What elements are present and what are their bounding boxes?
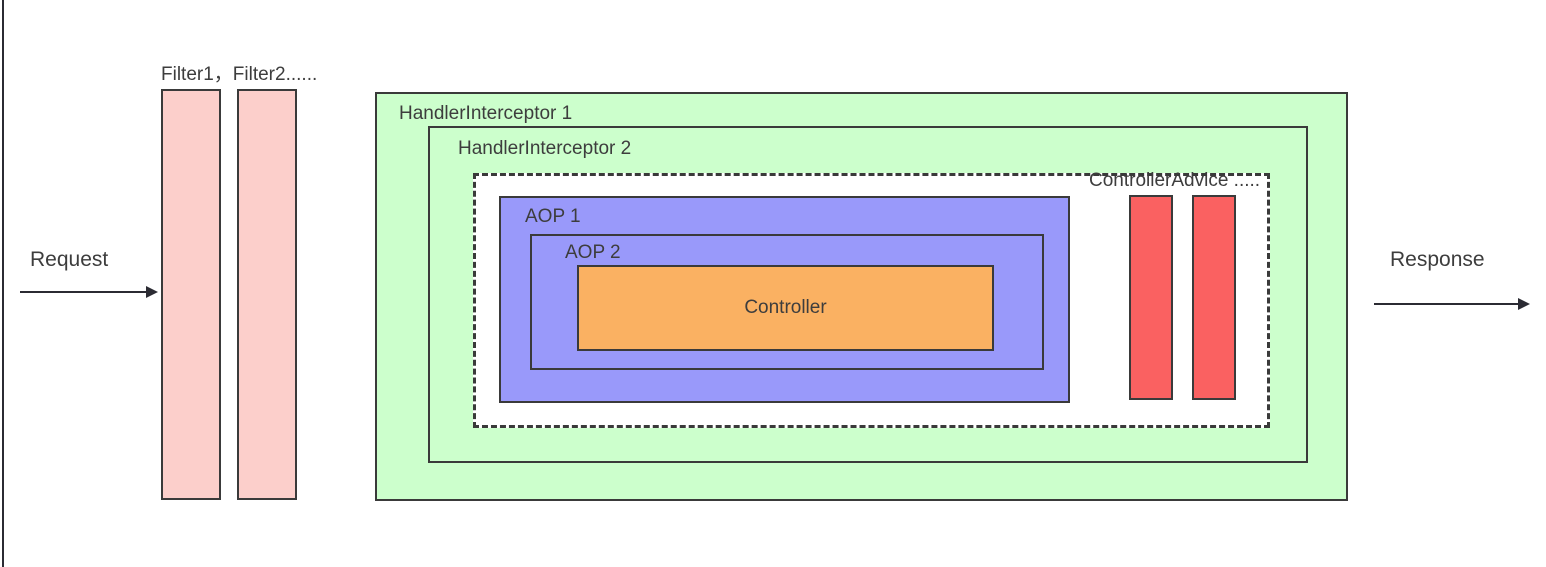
filter-bar-2 <box>237 89 297 500</box>
left-edge-rule <box>2 0 4 567</box>
response-label: Response <box>1390 248 1485 271</box>
request-label: Request <box>30 248 109 271</box>
request-arrow-head <box>146 286 158 298</box>
controller-label: Controller <box>744 297 827 318</box>
controller-box: Controller <box>577 265 994 351</box>
response-arrow-head <box>1518 298 1530 310</box>
aop-2-label: AOP 2 <box>565 242 621 263</box>
handler-interceptor-1-label: HandlerInterceptor 1 <box>399 103 573 124</box>
handler-interceptor-2-label: HandlerInterceptor 2 <box>458 138 632 159</box>
request-arrow-line <box>20 291 148 293</box>
controller-advice-bar-1 <box>1129 195 1173 400</box>
response-arrow-line <box>1374 303 1520 305</box>
filter-bar-1 <box>161 89 221 500</box>
controller-advice-label: ControllerAdvice ..... <box>1089 170 1261 191</box>
controller-advice-bar-2 <box>1192 195 1236 400</box>
aop-1-label: AOP 1 <box>525 206 581 227</box>
filters-label: Filter1，Filter2...... <box>161 64 318 85</box>
